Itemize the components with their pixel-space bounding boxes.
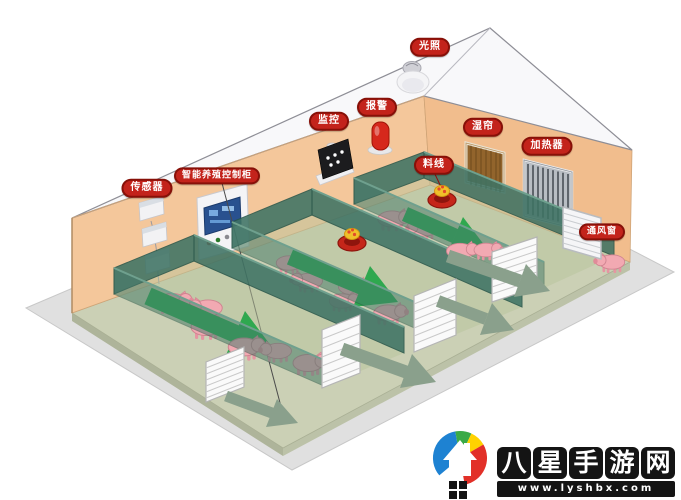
- label-wet-curtain: 湿帘: [463, 117, 503, 137]
- label-alarm: 报警: [357, 97, 397, 117]
- site-logo-title: 八 星 手 游 网: [497, 447, 675, 479]
- floor-edge-front: [283, 262, 630, 456]
- label-lighting: 光照: [410, 37, 450, 57]
- label-ventilation-window: 通风窗: [578, 223, 626, 241]
- site-url: www.lyshbx.com: [497, 481, 675, 497]
- logo-char: 游: [605, 447, 639, 479]
- label-monitoring: 监控: [309, 111, 349, 131]
- logo-char: 八: [497, 447, 531, 479]
- label-control-cabinet: 智能养殖控制柜: [173, 167, 261, 185]
- logo-char: 手: [569, 447, 603, 479]
- louver-door-1: [321, 314, 361, 389]
- logo-house-icon: [443, 440, 477, 476]
- feed-line-pointer: [433, 171, 442, 188]
- label-feed-line: 料线: [414, 155, 454, 175]
- alarm-beacon: [367, 121, 393, 155]
- floor-edge: [72, 313, 283, 456]
- louver-door-2: [413, 278, 457, 353]
- logo-grid-icon: [449, 481, 467, 499]
- site-logo-icon: [432, 430, 488, 499]
- camera: [315, 138, 355, 186]
- label-heater: 加热器: [521, 136, 573, 156]
- light-fixture: [396, 61, 430, 94]
- louver-door-0: [205, 346, 245, 403]
- logo-char: 星: [533, 447, 567, 479]
- logo-char: 网: [641, 447, 675, 479]
- label-sensor: 传感器: [121, 178, 173, 198]
